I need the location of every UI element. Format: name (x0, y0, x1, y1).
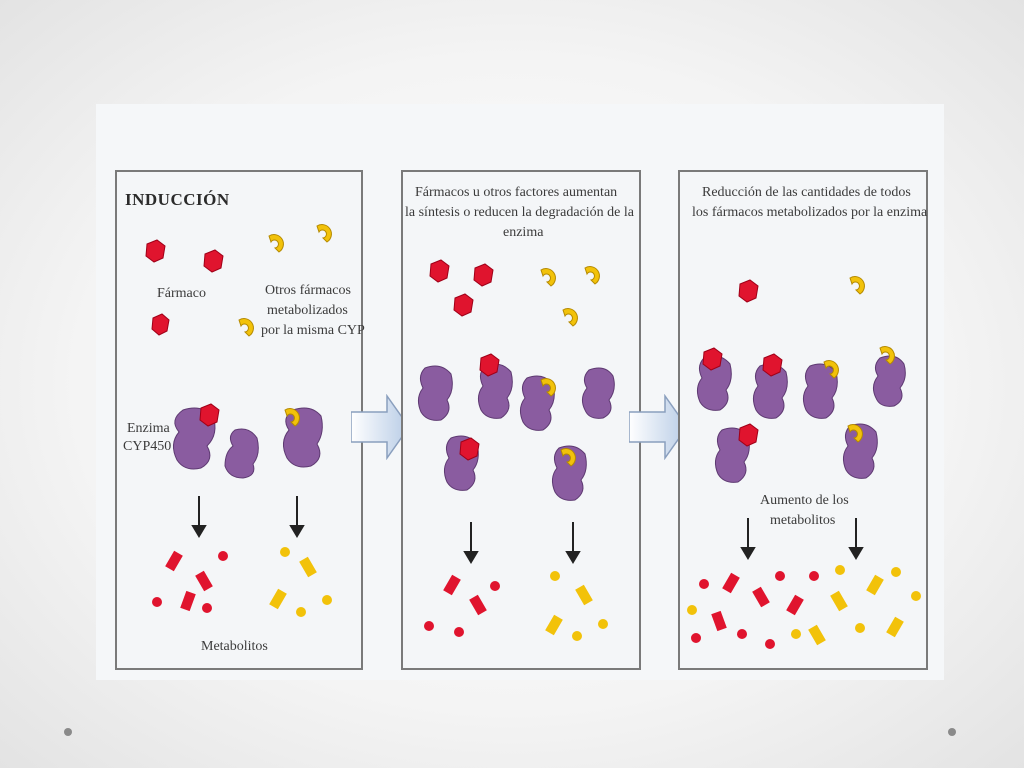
drug-molecule (429, 259, 494, 317)
panel-reduced-drug-levels: Reducción de las cantidades de todos los… (678, 170, 928, 670)
drug-metabolite (424, 574, 500, 637)
other-drugs-label-line-2: metabolizados (267, 303, 348, 318)
enzyme-cyp450 (417, 363, 615, 501)
bound-drug (762, 353, 783, 377)
other-drug-metabolite (687, 565, 921, 646)
other-drugs-label-line-3: por la misma CYP (261, 323, 365, 338)
bound-drug (479, 353, 500, 377)
enzyme-cyp450 (696, 355, 906, 483)
other-drug-metabolite (269, 547, 332, 617)
enzyme-label-line-1: Enzima (127, 421, 170, 436)
bound-other-drug (560, 448, 576, 467)
bound-drug (199, 403, 220, 427)
bound-drug (702, 347, 723, 371)
down-arrow (463, 522, 581, 564)
other-drug-molecule (540, 266, 600, 327)
transition-arrow-1 (351, 394, 410, 460)
drug-metabolite (152, 550, 228, 613)
metabolites-label: Metabolitos (201, 639, 268, 654)
panel-induction: INDUCCIÓN Fármaco Otros fármacos metabol… (115, 170, 365, 670)
drug-molecule (145, 239, 224, 336)
caption-line-3: enzima (503, 225, 544, 240)
other-drug-molecule (238, 224, 332, 337)
caption-line-2: la síntesis o reducen la degradación de … (405, 205, 634, 220)
slide-bullet-right (948, 728, 956, 736)
drug-molecule (738, 279, 759, 303)
drug-label: Fármaco (157, 286, 206, 301)
bound-other-drug (847, 424, 863, 443)
panel-1-artwork (145, 224, 332, 617)
enzyme-cyp450 (173, 407, 323, 479)
drug-metabolite (691, 571, 819, 649)
panel-enzyme-increase: Fármacos u otros factores aumentan la sí… (401, 170, 641, 670)
caption-line-1: Reducción de las cantidades de todos (702, 185, 911, 200)
metabolites-increase-line-1: Aumento de los (760, 493, 849, 508)
bound-drug (459, 437, 480, 461)
bound-drug (738, 423, 759, 447)
bound-other-drug (879, 346, 895, 365)
down-arrow (740, 518, 864, 560)
down-arrow (191, 496, 305, 538)
bound-other-drug (540, 378, 556, 397)
slide-bullet-left (64, 728, 72, 736)
caption-line-1: Fármacos u otros factores aumentan (415, 185, 618, 200)
induction-figure: INDUCCIÓN Fármaco Otros fármacos metabol… (96, 104, 944, 680)
other-drug-metabolite (545, 571, 608, 641)
panel-3-artwork (687, 276, 921, 649)
panel-heading: INDUCCIÓN (125, 190, 230, 209)
bound-other-drug (823, 360, 839, 379)
metabolites-increase-line-2: metabolitos (770, 513, 836, 528)
panel-2-artwork (417, 259, 615, 641)
bound-other-drug (284, 408, 300, 427)
other-drug-molecule (849, 276, 865, 295)
transition-arrow-2 (629, 394, 688, 460)
enzyme-label-line-2: CYP450 (123, 439, 172, 454)
caption-line-2: los fármacos metabolizados por la enzima (692, 205, 928, 220)
other-drugs-label-line-1: Otros fármacos (265, 283, 351, 298)
